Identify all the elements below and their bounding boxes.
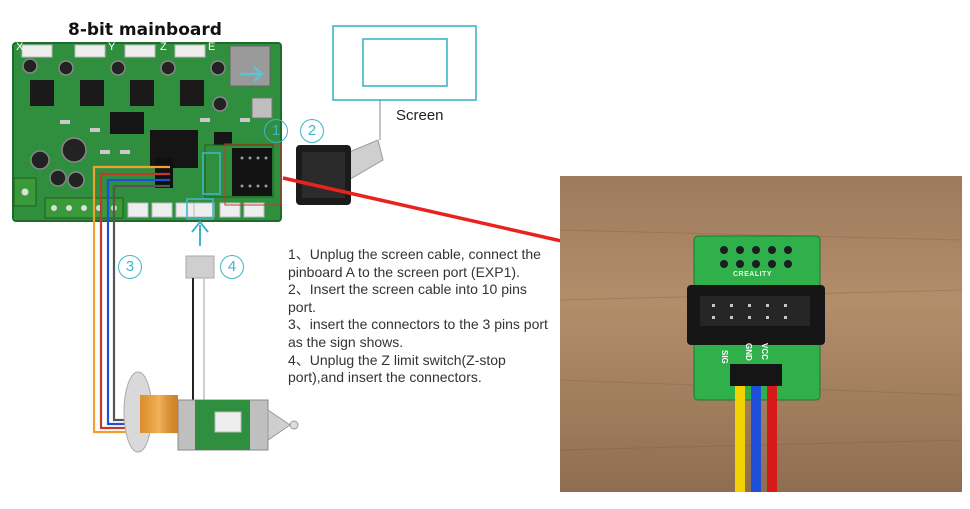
screen-illustration [296,25,477,205]
z-stop-connector [185,255,215,279]
screen-label: Screen [396,107,444,124]
step-number-3: 3 [118,255,142,279]
axis-label-x: X [16,41,24,53]
photo-board-logo: CREALITY [733,271,772,278]
pinboard-photo [559,176,963,492]
instruction-step-1: 1、Unplug the screen cable, connect the p… [288,246,541,280]
instruction-step-4: 4、Unplug the Z limit switch(Z-stop port)… [288,351,506,386]
mainboard-title: 8-bit mainboard [68,20,222,40]
pin-label-sig: SIG [720,350,729,364]
axis-label-y: Y [108,41,116,53]
step-number-4: 4 [220,255,244,279]
instruction-step-2: 2、Insert the screen cable into 10 pins p… [288,281,527,315]
pin-label-gnd: GND [744,343,753,361]
step-number-1: 1 [264,119,288,143]
mainboard [12,42,282,222]
instructions: 1、Unplug the screen cable, connect the p… [288,246,553,387]
axis-label-z: Z [160,41,167,53]
instruction-step-3: 3、insert the connectors to the 3 pins po… [288,316,548,350]
axis-label-e: E [208,41,216,53]
step-number-2: 2 [300,119,324,143]
probe-sensor [123,371,299,453]
z-stop-arrow [191,220,209,246]
pin-label-vcc: VCC [760,343,769,360]
